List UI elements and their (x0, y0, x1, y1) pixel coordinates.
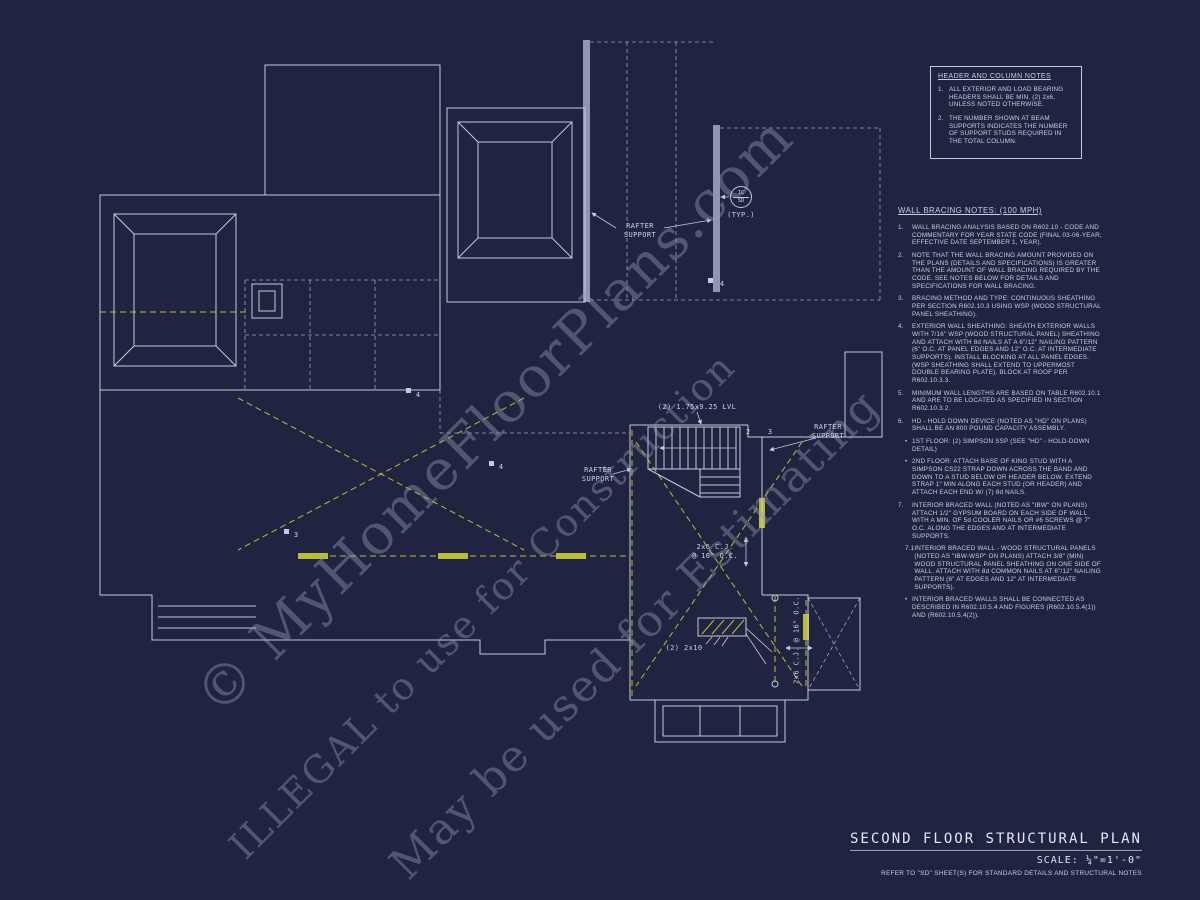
stud-count-marker: 2 (745, 428, 751, 436)
note-text: INTERIOR BRACED WALL - WOOD STRUCTURAL P… (914, 545, 1101, 591)
stud-count-marker: 4 (498, 463, 504, 471)
bracing-note-item: 6. HD - HOLD DOWN DEVICE (NOTED AS "HD" … (898, 418, 1102, 433)
support-markers (284, 278, 713, 534)
stud-count-marker: 4 (719, 280, 725, 288)
callout-detail-id: IC (737, 190, 745, 196)
header-notes-title: HEADER AND COLUMN NOTES (938, 73, 1052, 80)
plan-walls (99, 64, 883, 743)
note-number: 2. (898, 252, 904, 260)
note-text: HD - HOLD DOWN DEVICE (NOTED AS "HD" ON … (912, 417, 1087, 433)
note-bullet: • (905, 458, 908, 466)
stud-count-marker: 3 (767, 428, 773, 436)
bracing-note-item: 1. WALL BRACING ANALYSIS BASED ON R602.1… (898, 224, 1102, 247)
stud-count-marker: 3 (293, 531, 299, 539)
note-number: 2. (938, 115, 944, 123)
note-number: 3. (898, 295, 904, 303)
header-note-item: 2. THE NUMBER SHOWN AT BEAM SUPPORTS IND… (938, 115, 1074, 146)
wall-bracing-notes-panel: WALL BRACING NOTES: (100 MPH) 1. WALL BR… (898, 206, 1102, 624)
stud-count-marker: 4 (415, 391, 421, 399)
note-text: THE NUMBER SHOWN AT BEAM SUPPORTS INDICA… (949, 115, 1068, 146)
note-text: NOTE THAT THE WALL BRACING AMOUNT PROVID… (912, 252, 1100, 290)
note-number: 6. (898, 417, 904, 425)
label-rafter-support-mid: RAFTER SUPPORT (581, 466, 615, 484)
note-text: BRACING METHOD AND TYPE: CONTINUOUS SHEA… (912, 295, 1101, 318)
label-typ: (TYP.) (727, 211, 755, 219)
leader-lines (591, 194, 817, 665)
note-text: INTERIOR BRACED WALLS SHALL BE CONNECTED… (912, 596, 1096, 619)
note-number: 1. (938, 86, 944, 93)
shear-wall-bars (583, 40, 720, 302)
label-2x10-beam: (2) 2x10 (665, 644, 703, 652)
bracing-note-item: 7. INTERIOR BRACED WALL (NOTED AS "IBW" … (898, 502, 1102, 540)
callout-sheet-id: SD (737, 198, 745, 204)
beam-hatch (701, 619, 745, 635)
bracing-note-item: 3. BRACING METHOD AND TYPE: CONTINUOUS S… (898, 295, 1102, 318)
note-bullet: • (905, 438, 908, 446)
label-ceiling-joist-vertical: 2x6 C.J. @ 16" O.C. (792, 596, 801, 684)
title-block: SECOND FLOOR STRUCTURAL PLAN SCALE: ¼"=1… (849, 830, 1142, 877)
label-rafter-support-top: RAFTER SUPPORT (623, 222, 657, 240)
note-text: EXTERIOR WALL SHEATHING: SHEATH EXTERIOR… (912, 323, 1100, 385)
plan-hidden-lines (244, 41, 881, 691)
note-bullet: • (905, 596, 908, 604)
bracing-note-subitem: • INTERIOR BRACED WALLS SHALL BE CONNECT… (898, 596, 1102, 619)
note-number: 1. (898, 224, 904, 231)
bracing-note-item: 2. NOTE THAT THE WALL BRACING AMOUNT PRO… (898, 252, 1102, 290)
bracing-note-item: 4. EXTERIOR WALL SHEATHING: SHEATH EXTER… (898, 323, 1102, 384)
bracing-note-subitem: • 2ND FLOOR: ATTACH BASE OF KING STUD WI… (898, 458, 1102, 496)
note-text: ALL EXTERIOR AND LOAD BEARING HEADERS SH… (949, 86, 1064, 109)
bracing-note-item: 5. MINIMUM WALL LENGTHS ARE BASED ON TAB… (898, 390, 1102, 413)
header-note-item: 1. ALL EXTERIOR AND LOAD BEARING HEADERS… (938, 86, 1074, 109)
bracing-note-subitem: • 1ST FLOOR: (2) SIMPSON SSP (SEE "HD" -… (898, 438, 1102, 453)
label-lvl-beam: (2) 1.75x9.25 LVL (657, 403, 737, 411)
sheet-reference-note: REFER TO "SD" SHEET(S) FOR STANDARD DETA… (881, 870, 1142, 877)
note-text: 1ST FLOOR: (2) SIMPSON SSP (SEE "HD" - H… (912, 438, 1090, 453)
note-number: 4. (898, 323, 904, 331)
note-number: 7. (898, 501, 904, 509)
header-and-column-notes-panel: HEADER AND COLUMN NOTES 1. ALL EXTERIOR … (930, 66, 1082, 159)
note-text: 2ND FLOOR: ATTACH BASE OF KING STUD WITH… (912, 458, 1093, 497)
sheet-scale: SCALE: ¼"=1'-0" (1036, 855, 1142, 866)
note-number: 7.1 (905, 545, 915, 553)
detail-callout-bubble: IC SD (730, 186, 752, 208)
label-ceiling-joist: 2x6 C.J. @ 16" O.C. (691, 543, 739, 561)
bracing-note-subitem: 7.1 INTERIOR BRACED WALL - WOOD STRUCTUR… (898, 545, 1102, 591)
callout-divider (733, 197, 749, 198)
sheet-title: SECOND FLOOR STRUCTURAL PLAN (849, 831, 1142, 851)
note-text: WALL BRACING ANALYSIS BASED ON R602.10 -… (912, 224, 1102, 247)
bracing-notes-title: WALL BRACING NOTES: (100 MPH) (898, 206, 1042, 215)
note-number: 5. (898, 389, 904, 397)
note-text: MINIMUM WALL LENGTHS ARE BASED ON TABLE … (912, 389, 1101, 413)
label-rafter-support-right: RAFTER SUPPORT (811, 423, 845, 441)
note-text: INTERIOR BRACED WALL (NOTED AS "IBW" ON … (912, 501, 1091, 540)
